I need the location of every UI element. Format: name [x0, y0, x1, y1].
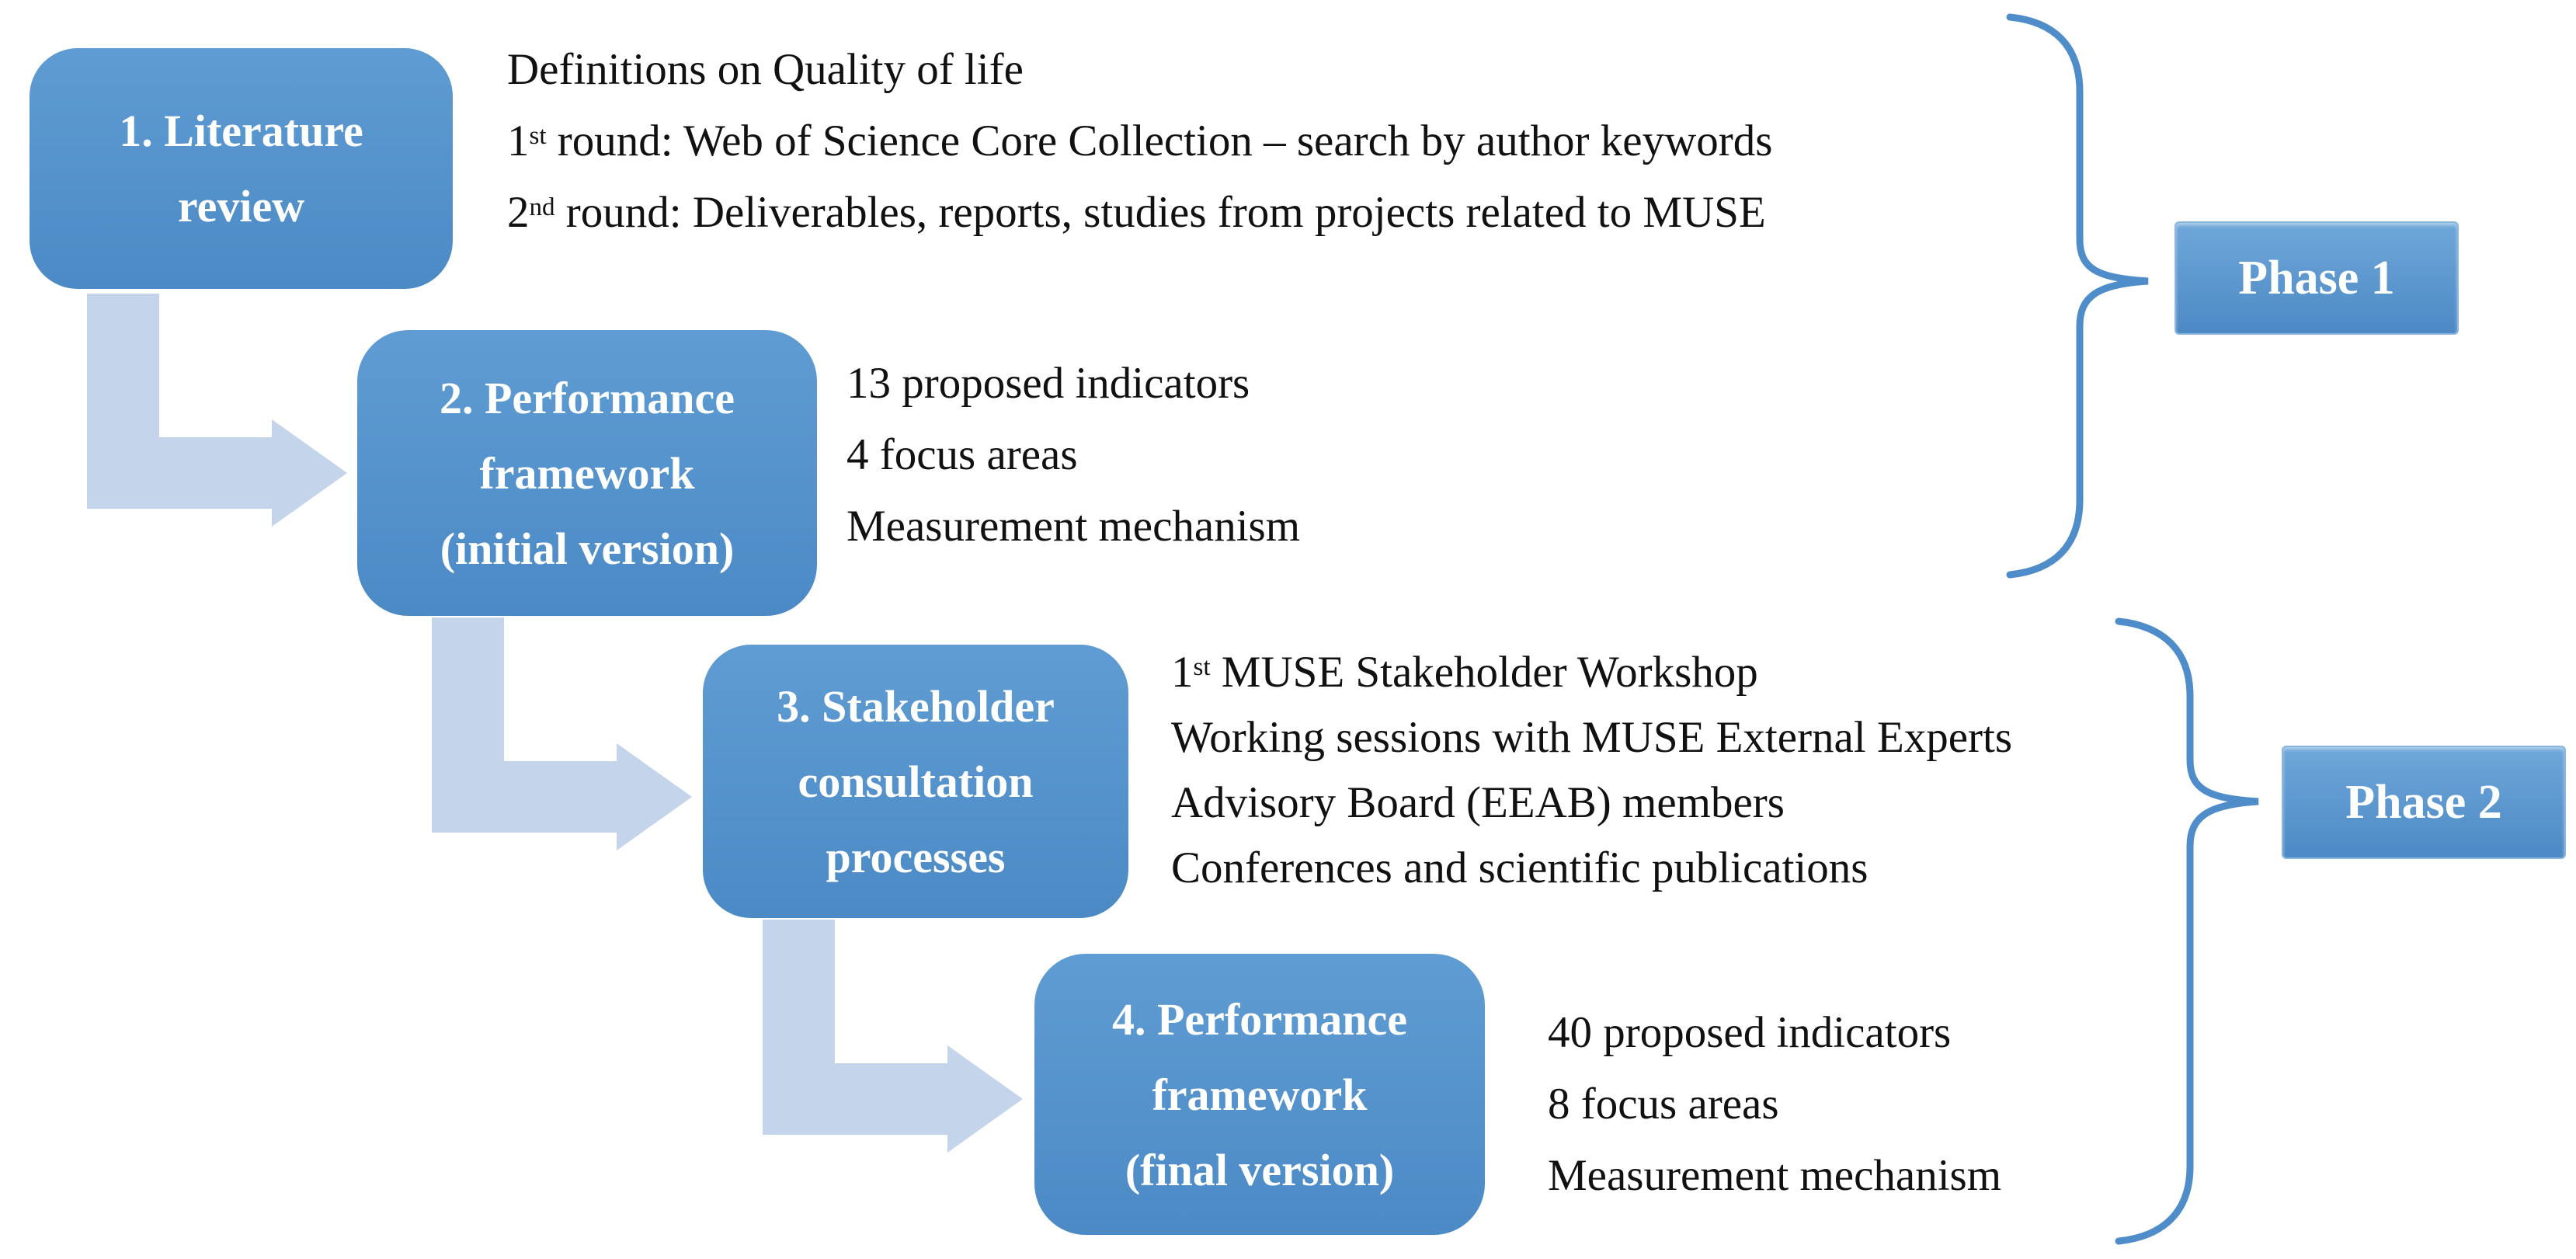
bent-arrow-icon-1 [87, 294, 347, 527]
annotation-block-framework-initial: 13 proposed indicators 4 focus areas Mea… [846, 348, 1300, 562]
annotation-line: 13 proposed indicators [846, 359, 1250, 408]
phase-1-box: Phase 1 [2174, 221, 2459, 335]
step-label-line: (initial version) [440, 523, 735, 574]
step-box-performance-framework-initial: 2. Performance framework (initial versio… [357, 330, 817, 616]
annotation-line: Definitions on Quality of life [507, 45, 1024, 94]
annotation-line: 2nd round: Deliverables, reports, studie… [507, 188, 1766, 237]
bent-arrow-icon-2 [432, 617, 692, 850]
annotation-block-framework-final: 40 proposed indicators 8 focus areas Mea… [1548, 997, 2001, 1212]
step-label-line: processes [826, 831, 1006, 882]
step-box-literature-review: 1. Literature review [30, 48, 453, 289]
step-box-performance-framework-final: 4. Performance framework (final version) [1034, 954, 1485, 1235]
step-label-line: review [177, 181, 305, 231]
step-label-line: 3. Stakeholder [777, 680, 1055, 732]
step-box-stakeholder-consultation: 3. Stakeholder consultation processes [703, 645, 1128, 918]
step-label-line: 4. Performance [1111, 993, 1408, 1045]
annotation-line: Measurement mechanism [1548, 1151, 2002, 1200]
step-label-line: 2. Performance [439, 372, 735, 423]
step-label-line: framework [1152, 1069, 1368, 1120]
phase2-curly-brace-icon [2115, 617, 2259, 1245]
annotation-line: 40 proposed indicators [1548, 1008, 1952, 1057]
bent-arrow-icon-3 [763, 920, 1023, 1153]
annotation-line: 1st MUSE Stakeholder Workshop [1171, 648, 1758, 697]
step-label-line: framework [479, 447, 695, 499]
annotation-block-literature-review: Definitions on Quality of life 1st round… [507, 34, 1772, 249]
phase1-curly-brace-icon [2006, 13, 2149, 579]
annotation-line: Conferences and scientific publications [1171, 843, 1869, 892]
annotation-block-stakeholder-consultation: 1st MUSE Stakeholder Workshop Working se… [1171, 640, 2012, 901]
step-label-line: 1. Literature [119, 106, 363, 156]
annotation-line: 1st round: Web of Science Core Collectio… [507, 117, 1773, 165]
annotation-line: Advisory Board (EEAB) members [1171, 778, 1785, 827]
phase-1-label: Phase 1 [2238, 251, 2395, 304]
phase-2-box: Phase 2 [2282, 746, 2566, 859]
step-label-line: consultation [798, 756, 1034, 807]
step-label-line: (final version) [1125, 1144, 1395, 1195]
annotation-line: Measurement mechanism [846, 502, 1301, 551]
annotation-line: 4 focus areas [846, 430, 1078, 479]
annotation-line: 8 focus areas [1548, 1080, 1779, 1129]
annotation-line: Working sessions with MUSE External Expe… [1171, 713, 2013, 762]
phase-2-label: Phase 2 [2345, 775, 2502, 829]
